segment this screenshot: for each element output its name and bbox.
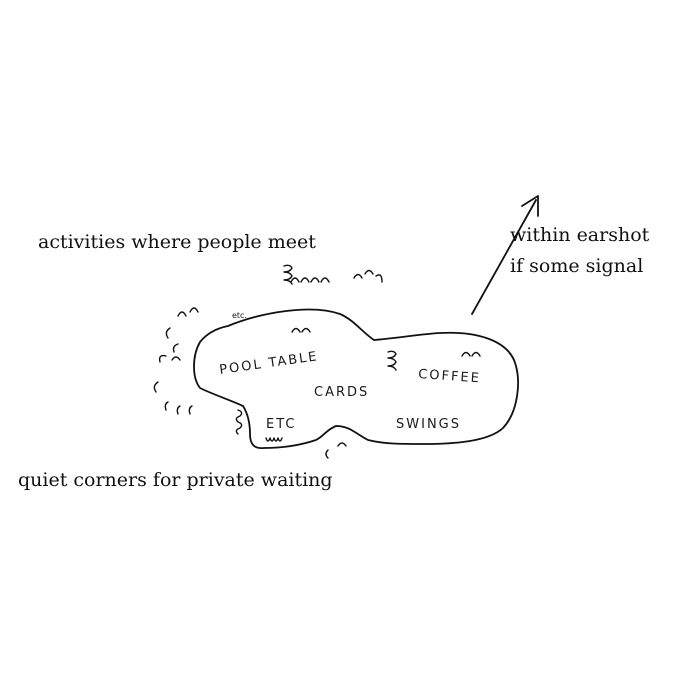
earshot-arrow — [471, 195, 539, 315]
label-coffee: COFFEE — [418, 367, 482, 386]
room-outline — [193, 308, 519, 449]
label-swings: SWINGS — [396, 417, 461, 432]
caption-earshot-line2: if some signal — [510, 255, 643, 277]
label-pool-table: POOL TABLE — [218, 349, 319, 378]
label-etc: ETC — [266, 417, 296, 432]
label-small-note: etc. — [232, 311, 247, 320]
caption-activities: activities where people meet — [38, 231, 316, 253]
people-marks — [153, 264, 481, 459]
label-cards: CARDS — [314, 385, 369, 400]
caption-earshot-line1: within earshot — [510, 224, 650, 246]
caption-quiet-corners: quiet corners for private waiting — [18, 469, 333, 491]
